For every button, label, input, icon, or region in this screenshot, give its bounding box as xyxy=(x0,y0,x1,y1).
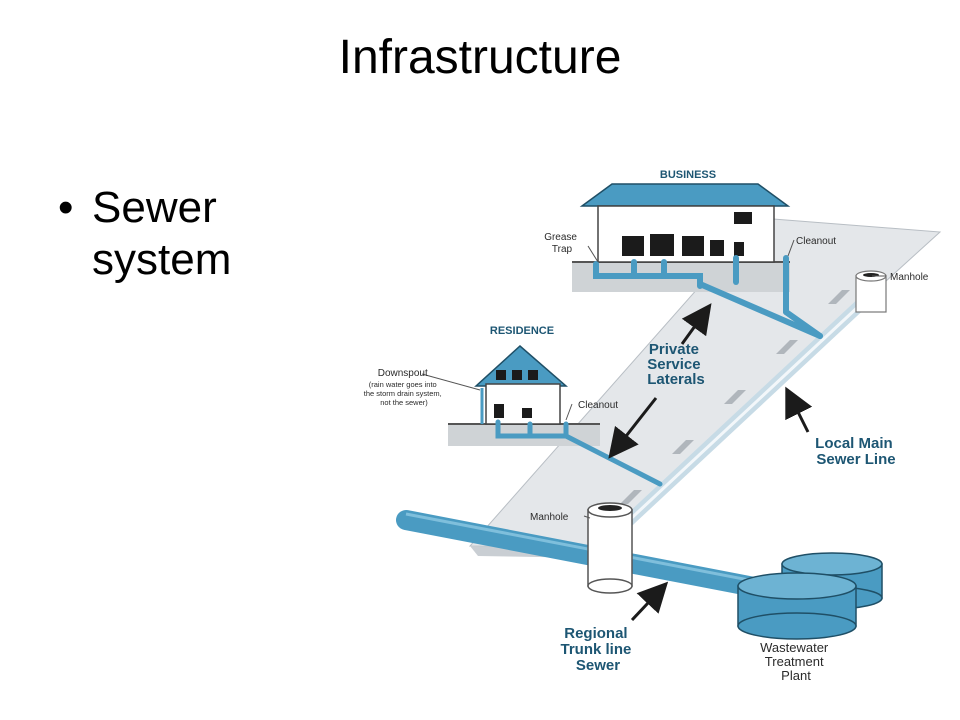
residence-lateral-pipes xyxy=(495,419,663,487)
manhole-top xyxy=(855,270,887,313)
label-manhole-bottom: Manhole xyxy=(530,512,569,523)
bullet-item: • Sewer system xyxy=(58,182,282,286)
slide-title: Infrastructure xyxy=(338,31,622,84)
manhole-bottom xyxy=(587,502,633,594)
label-manhole-top: Manhole xyxy=(890,272,929,283)
label-local-main-sewer-line: Local Main Sewer Line xyxy=(815,435,897,468)
label-private-service-laterals: Private Service Laterals xyxy=(647,341,705,388)
business-building xyxy=(579,183,791,263)
leader-lines xyxy=(421,239,886,519)
label-downspout: Downspout (rain water goes into the stor… xyxy=(364,368,444,407)
label-business: BUSINESS xyxy=(660,169,716,181)
label-cleanout-residence: Cleanout xyxy=(578,400,618,411)
residence-house xyxy=(474,344,569,425)
label-regional-trunk-line-sewer: Regional Trunk line Sewer xyxy=(560,625,635,674)
business-lateral-pipes xyxy=(593,255,823,339)
treatment-plant xyxy=(737,552,883,640)
bullet-dot: • xyxy=(58,183,74,232)
bullet-list: • Sewer system xyxy=(58,182,282,286)
street-lane-markings xyxy=(620,290,850,504)
label-grease-trap: Grease Trap xyxy=(544,232,580,255)
bullet-text: Sewer system xyxy=(92,183,232,284)
label-wastewater-treatment-plant: Wastewater Treatment Plant xyxy=(760,640,832,683)
diagram-arrows xyxy=(608,303,813,622)
label-cleanout-business: Cleanout xyxy=(796,236,836,247)
label-residence: RESIDENCE xyxy=(490,325,554,337)
